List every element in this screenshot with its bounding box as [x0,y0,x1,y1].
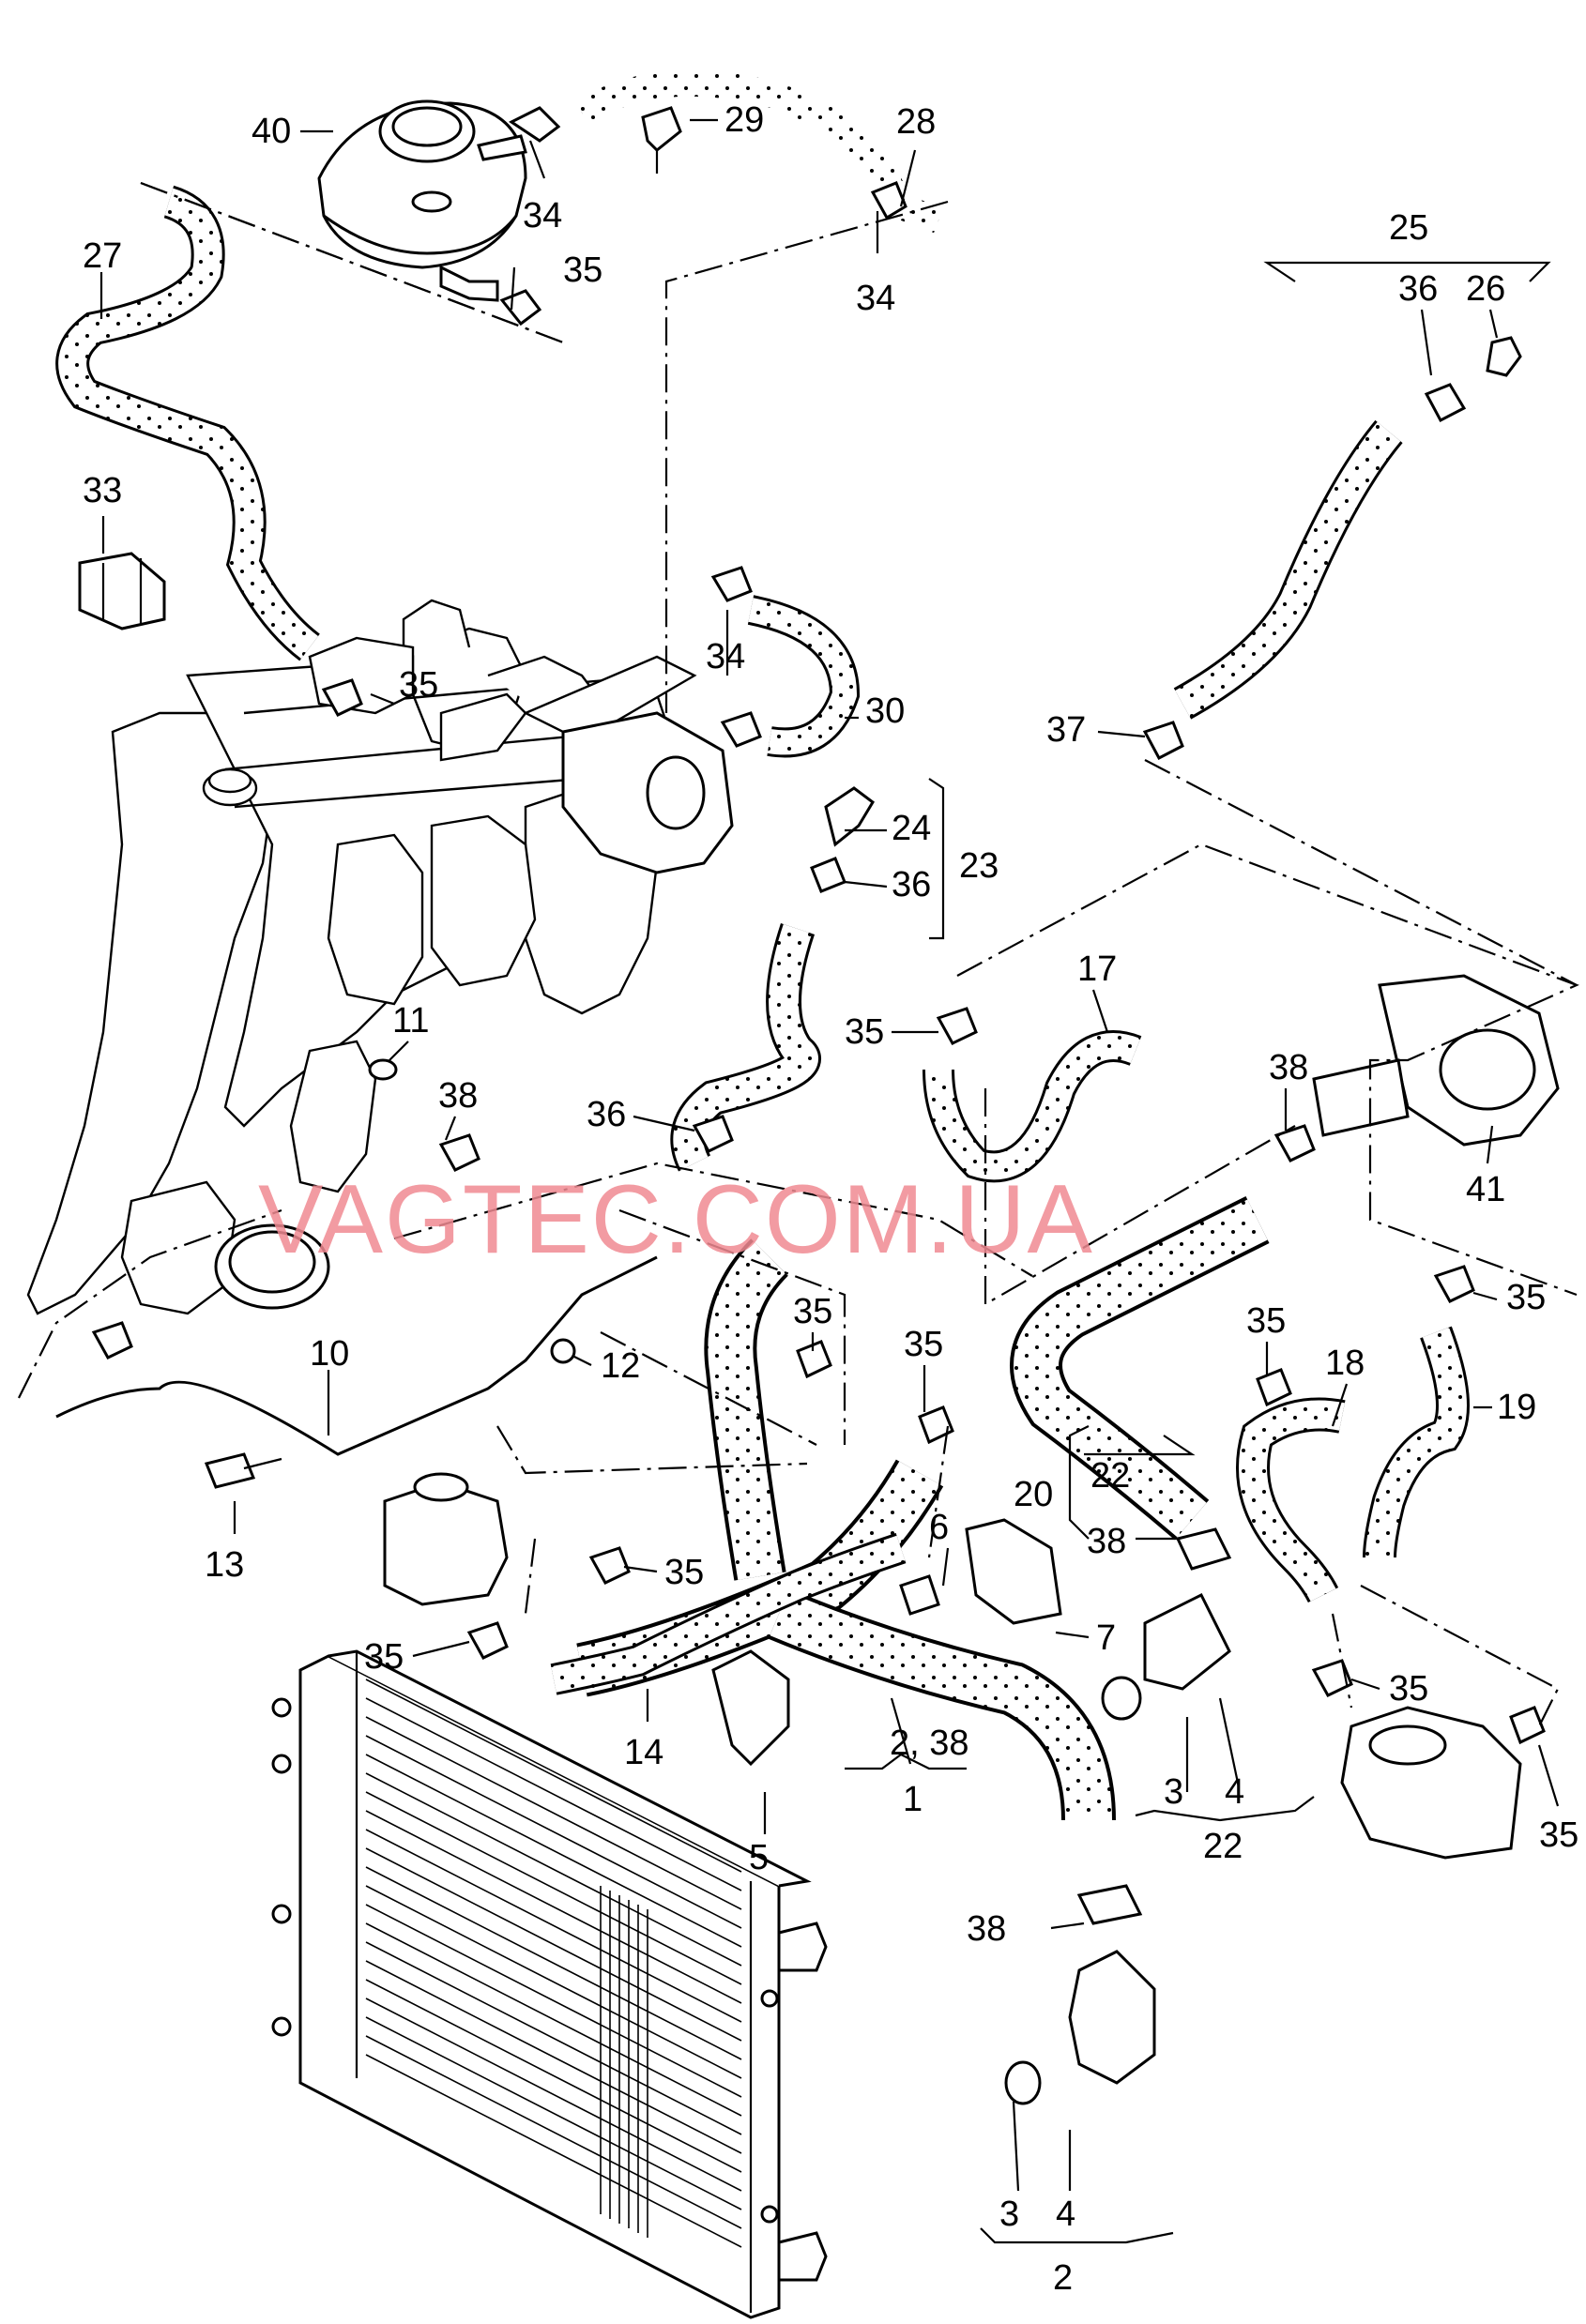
callout-25: 25 [1389,208,1428,248]
callout-37: 37 [1046,710,1086,750]
callout-36: 36 [1398,269,1438,309]
callout-35: 35 [664,1553,704,1592]
callout-7: 7 [1096,1618,1116,1658]
callout-12: 12 [601,1346,640,1386]
callout-28: 28 [896,102,936,142]
callout-17: 17 [1077,949,1117,989]
callout-4: 4 [1225,1772,1244,1812]
callout-35: 35 [364,1637,404,1677]
callout-23: 23 [959,846,999,886]
radiator-fins [365,1678,742,2248]
callout-34: 34 [706,637,745,676]
callout-35: 35 [1539,1815,1578,1855]
callout-34: 34 [856,279,895,318]
callout-34: 34 [523,196,562,235]
callout-24: 24 [892,809,931,848]
callout-38: 38 [1269,1048,1308,1087]
callout-3: 3 [999,2195,1019,2234]
parts [55,106,1560,2105]
callout-labels: 40 29 28 34 34 35 27 25 36 26 33 34 35 3… [83,100,1578,2298]
callout-10: 10 [310,1334,349,1374]
callout-35: 35 [1389,1669,1428,1709]
callout-35: 35 [399,665,438,705]
callout-18: 18 [1325,1344,1365,1383]
radiator [271,1649,828,2319]
reference-lines [18,181,1579,1727]
callout-30: 30 [865,691,905,731]
callout-40: 40 [252,112,291,151]
callout-4: 4 [1056,2195,1075,2234]
callout-3: 3 [1164,1772,1183,1812]
callout-14: 14 [624,1733,663,1772]
hoses [55,69,1470,1821]
watermark: VAGTEC.COM.UA [258,1165,1094,1274]
callout-33: 33 [83,471,122,510]
leader-lines [99,118,1560,2244]
callout-38: 38 [438,1076,478,1116]
callout-2: 2 [1053,2258,1073,2298]
callout-1: 1 [903,1780,923,1819]
callout-35: 35 [563,251,602,290]
callout-35: 35 [845,1012,884,1052]
callout-11: 11 [392,1001,429,1040]
callout-35: 35 [1246,1301,1286,1341]
callout-22: 22 [1090,1456,1130,1496]
engine-block [26,599,697,1315]
callout-5: 5 [749,1838,769,1877]
callout-41: 41 [1466,1170,1505,1209]
callout-26: 26 [1466,269,1505,309]
callout-38: 38 [1087,1522,1126,1561]
callout-27: 27 [83,236,122,276]
callout-19: 19 [1497,1388,1536,1427]
callout-36: 36 [587,1095,626,1134]
callout-22: 22 [1203,1827,1243,1866]
callout-36: 36 [892,865,931,904]
callout-13: 13 [205,1545,244,1585]
callout-2-38: 2, 38 [890,1724,969,1763]
callout-29: 29 [724,100,764,140]
callout-6: 6 [929,1508,949,1547]
callout-35: 35 [1506,1278,1546,1317]
callout-35: 35 [793,1292,832,1331]
callout-38: 38 [967,1909,1006,1949]
callout-35: 35 [904,1325,943,1364]
expansion-tank [317,99,527,302]
callout-20: 20 [1014,1475,1053,1514]
